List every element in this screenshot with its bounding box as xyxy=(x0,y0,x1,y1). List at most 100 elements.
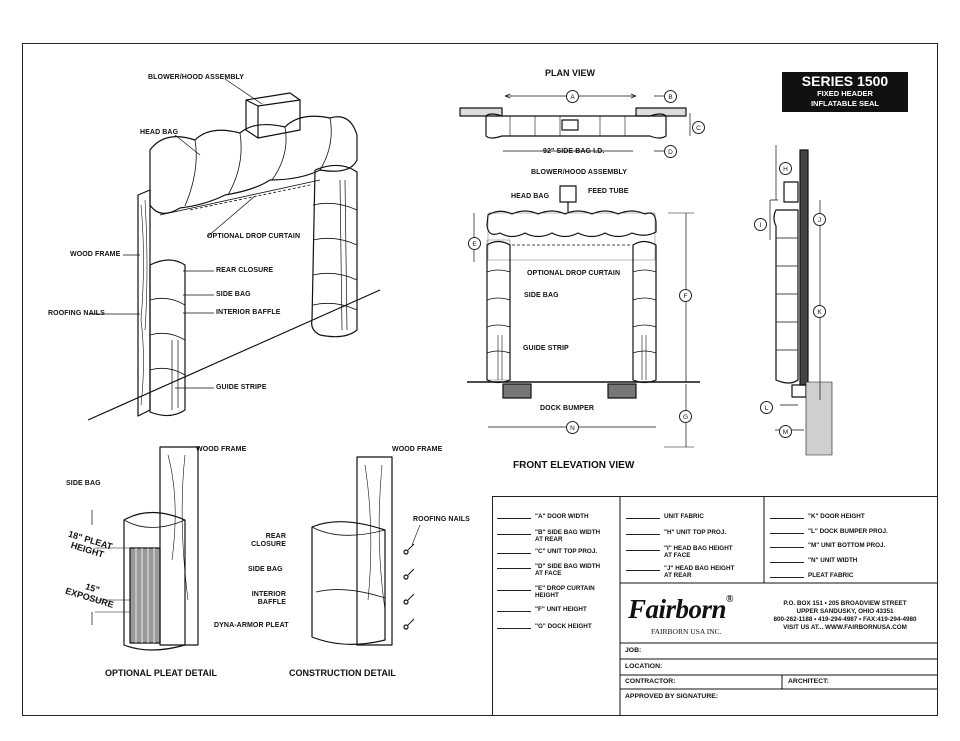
legend-item: "A" DOOR WIDTH xyxy=(497,513,589,520)
construction-rear-closure-2: CLOSURE xyxy=(251,541,286,548)
drawing-sheet xyxy=(22,43,938,716)
blower-hood-shape xyxy=(245,92,301,139)
legend-item: "K" DOOR HEIGHT xyxy=(770,513,865,520)
legend-text-line: PLEAT FABRIC xyxy=(808,572,854,579)
label-drop-curtain: OPTIONAL DROP CURTAIN xyxy=(207,233,301,240)
address-line-2: UPPER SANDUSKY, OHIO 43351 xyxy=(796,608,894,615)
legend-blank-line xyxy=(497,518,531,519)
construction-interior-baffle-2: BAFFLE xyxy=(257,599,286,606)
legend-item: UNIT FABRIC xyxy=(626,513,704,520)
legend-text: PLEAT FABRIC xyxy=(808,572,853,579)
left-side-bag-shape xyxy=(149,259,186,417)
left-wood-frame-shape xyxy=(137,189,151,417)
construction-side-bag: SIDE BAG xyxy=(248,566,283,573)
dim-c: C xyxy=(692,121,705,134)
legend-item: PLEAT FABRIC xyxy=(770,572,853,579)
legend-blank-line xyxy=(770,562,804,563)
fv-side-bag: SIDE BAG xyxy=(524,292,559,299)
legend-blank-line xyxy=(770,518,804,519)
legend-text-line: "E" DROP CURTAIN xyxy=(535,585,595,592)
dim-i: I xyxy=(754,218,767,231)
legend-text-line: UNIT FABRIC xyxy=(664,513,704,520)
label-interior-baffle: INTERIOR BAFFLE xyxy=(216,309,281,316)
dim-e: E xyxy=(468,237,481,250)
dim-k: K xyxy=(813,305,826,318)
field-approved: APPROVED BY SIGNATURE: xyxy=(625,693,719,700)
fv-blower: BLOWER/HOOD ASSEMBLY xyxy=(531,169,627,176)
legend-text: "L" DOCK BUMPER PROJ. xyxy=(808,528,888,535)
legend-blank-line xyxy=(626,534,660,535)
legend-blank-line xyxy=(626,518,660,519)
legend-blank-line xyxy=(770,533,804,534)
construction-interior-baffle: INTERIOR BAFFLE xyxy=(248,591,286,607)
construction-rear-closure: REAR CLOSURE xyxy=(246,533,286,549)
legend-item: "F" UNIT HEIGHT xyxy=(497,606,587,613)
construction-interior-baffle-1: INTERIOR xyxy=(251,591,286,598)
legend-text: "N" UNIT WIDTH xyxy=(808,557,857,564)
construction-rear-closure-1: REAR xyxy=(265,533,286,540)
plan-side-bag-id: 92" SIDE BAG I.D. xyxy=(543,148,605,155)
legend-item: "C" UNIT TOP PROJ. xyxy=(497,548,597,555)
fairborn-logo-text: Fairborn xyxy=(628,594,727,624)
dim-j: J xyxy=(813,213,826,226)
pleat-wood-frame: WOOD FRAME xyxy=(196,446,247,453)
title-block-lines xyxy=(619,496,938,716)
address-line-1: P.O. BOX 151 • 205 BROADVIEW STREET xyxy=(783,600,907,607)
legend-text: "K" DOOR HEIGHT xyxy=(808,513,865,520)
legend-text-line: "K" DOOR HEIGHT xyxy=(808,513,865,520)
dim-g: G xyxy=(679,410,692,423)
address-line-3: 800-262-1188 • 419-294-4987 • FAX:419-29… xyxy=(773,616,917,623)
construction-roofing-nails: ROOFING NAILS xyxy=(413,516,470,523)
dim-f: F xyxy=(679,289,692,302)
dim-a: A xyxy=(566,90,579,103)
legend-text-line: "I" HEAD BAG HEIGHT xyxy=(664,545,733,552)
dim-b: B xyxy=(664,90,677,103)
fv-head-bag: HEAD BAG xyxy=(511,193,550,200)
fv-feed-tube: FEED TUBE xyxy=(588,188,629,195)
legend-text-line: AT FACE xyxy=(535,570,562,577)
field-location: LOCATION: xyxy=(625,663,663,670)
fairborn-logo: Fairborn® xyxy=(628,594,734,625)
legend-text-line: "F" UNIT HEIGHT xyxy=(535,606,587,613)
series-line-1: FIXED HEADER xyxy=(817,89,873,98)
legend-item: "L" DOCK BUMPER PROJ. xyxy=(770,528,888,535)
series-title: SERIES 1500 xyxy=(801,73,889,89)
legend-text-line: "D" SIDE BAG WIDTH xyxy=(535,563,601,570)
construction-detail-title: CONSTRUCTION DETAIL xyxy=(289,668,396,678)
legend-text-line: AT REAR xyxy=(535,536,563,543)
legend-blank-line xyxy=(626,570,660,571)
fv-dock-bumper: DOCK BUMPER xyxy=(540,405,594,412)
legend-text-line: "C" UNIT TOP PROJ. xyxy=(535,548,598,555)
legend-text-line: "G" DOCK HEIGHT xyxy=(535,623,592,630)
side-view-shape xyxy=(769,145,833,456)
legend-text-line: AT FACE xyxy=(664,552,691,559)
legend-text-line: "H" UNIT TOP PROJ. xyxy=(664,529,727,536)
legend-blank-line xyxy=(770,547,804,548)
company-name: FAIRBORN USA INC. xyxy=(651,627,722,636)
front-elevation-title: FRONT ELEVATION VIEW xyxy=(513,460,635,471)
legend-text: "G" DOCK HEIGHT xyxy=(535,623,592,630)
legend-text: "A" DOOR WIDTH xyxy=(535,513,589,520)
dim-l: L xyxy=(760,401,773,414)
legend-item: "H" UNIT TOP PROJ. xyxy=(626,529,726,536)
construction-wood-frame: WOOD FRAME xyxy=(392,446,443,453)
legend-text: "M" UNIT BOTTOM PROJ. xyxy=(808,542,885,549)
label-side-bag: SIDE BAG xyxy=(216,291,251,298)
label-wood-frame: WOOD FRAME xyxy=(70,251,121,258)
legend-blank-line xyxy=(497,628,531,629)
legend-blank-line xyxy=(497,568,531,569)
legend-text-line: "B" SIDE BAG WIDTH xyxy=(535,529,601,536)
legend-blank-line xyxy=(770,577,804,578)
plan-view-shape xyxy=(459,93,691,152)
pleat-dyna-armor: DYNA-ARMOR PLEAT xyxy=(214,622,289,629)
legend-blank-line xyxy=(497,534,531,535)
pleat-detail-shape xyxy=(91,446,199,651)
